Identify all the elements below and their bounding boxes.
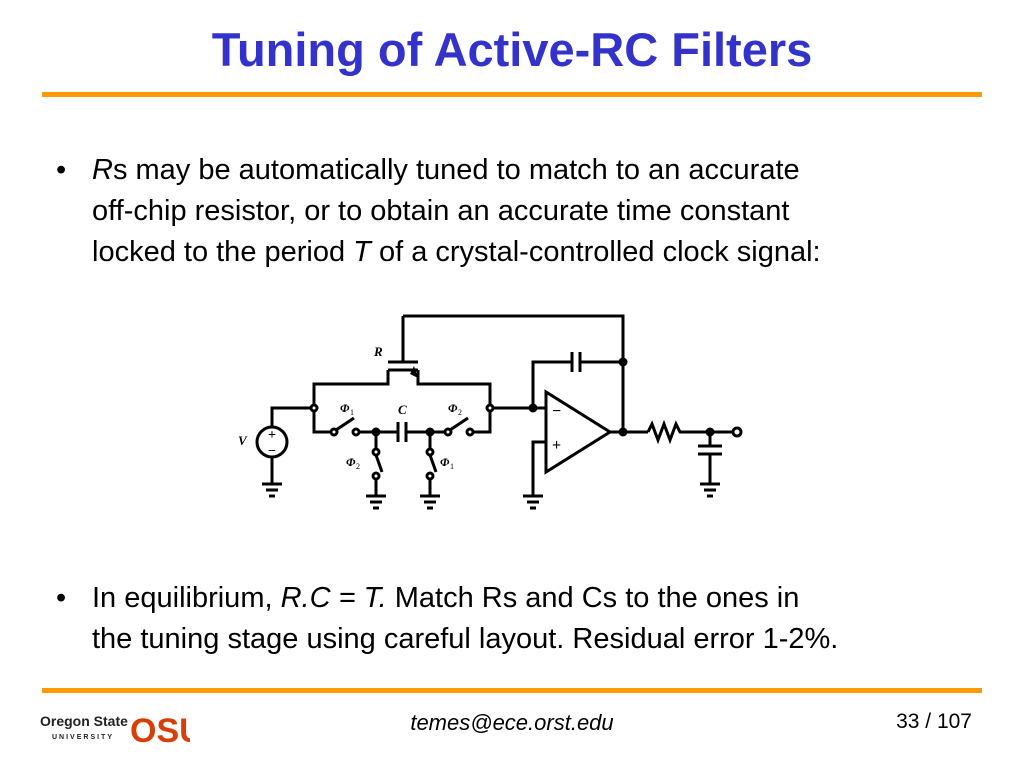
switch-phi1-shunt: Φ 1 bbox=[420, 432, 454, 510]
feedback-capacitor bbox=[531, 352, 628, 408]
output-terminal bbox=[731, 426, 743, 438]
svg-text:UNIVERSITY: UNIVERSITY bbox=[52, 734, 114, 741]
t-italic: T bbox=[353, 236, 371, 268]
svg-text:Oregon State: Oregon State bbox=[40, 713, 128, 729]
switch-phi2-right: Φ 2 bbox=[443, 401, 495, 437]
svg-text:Φ: Φ bbox=[346, 455, 356, 469]
page-number: 33 / 107 bbox=[896, 710, 972, 733]
capacitor-c: C bbox=[359, 402, 446, 442]
bottom-rule bbox=[42, 688, 982, 693]
bullet-1-line-2: off-chip resistor, or to obtain an accur… bbox=[92, 195, 790, 227]
label-v: V bbox=[238, 433, 248, 448]
svg-text:−: − bbox=[552, 403, 561, 420]
voltage-source: + − V bbox=[238, 406, 314, 498]
svg-text:OSU: OSU bbox=[130, 712, 190, 750]
equation: R.C = T. bbox=[280, 582, 387, 614]
label-c: C bbox=[398, 402, 407, 417]
switch-phi2-shunt: Φ 2 bbox=[346, 432, 386, 510]
label-r: R bbox=[373, 344, 383, 359]
svg-text:−: − bbox=[268, 444, 276, 459]
op-amp: − + bbox=[523, 389, 613, 510]
output-capacitor bbox=[698, 427, 722, 498]
switch-phi1-left: Φ 1 bbox=[309, 401, 361, 437]
svg-text:1: 1 bbox=[350, 408, 354, 417]
mos-resistor: R bbox=[373, 316, 418, 378]
top-rule bbox=[42, 92, 982, 97]
osu-logo: Oregon State UNIVERSITY OSU bbox=[40, 712, 190, 750]
bullet-1-line-3: locked to the period T of a crystal-cont… bbox=[92, 236, 821, 268]
svg-text:2: 2 bbox=[458, 408, 462, 417]
svg-text:Φ: Φ bbox=[340, 401, 350, 415]
r-italic: R bbox=[92, 154, 113, 186]
slide-title: Tuning of Active-RC Filters bbox=[211, 23, 813, 76]
bullet-2-line-1: In equilibrium, R.C = T. Match Rs and Cs… bbox=[92, 582, 800, 614]
bullet-dot-1: • bbox=[56, 154, 67, 186]
svg-text:+: + bbox=[552, 437, 561, 454]
tuning-circuit-schematic: + − V R Φ 1 C bbox=[238, 314, 743, 510]
bullet-2-line-2: the tuning stage using careful layout. R… bbox=[92, 623, 839, 655]
svg-text:Φ: Φ bbox=[440, 455, 450, 469]
bullet-dot-2: • bbox=[56, 582, 67, 614]
svg-text:Φ: Φ bbox=[448, 401, 458, 415]
bullet-1-line-1: Rs may be automatically tuned to match t… bbox=[92, 154, 800, 186]
output-resistor bbox=[646, 419, 710, 445]
bullet-1: Rs may be automatically tuned to match t… bbox=[92, 150, 992, 273]
svg-text:2: 2 bbox=[356, 462, 360, 471]
svg-text:+: + bbox=[268, 428, 276, 443]
svg-text:1: 1 bbox=[450, 462, 454, 471]
footer-email: temes@ece.orst.edu bbox=[410, 710, 614, 735]
bullet-2: In equilibrium, R.C = T. Match Rs and Cs… bbox=[92, 578, 992, 660]
